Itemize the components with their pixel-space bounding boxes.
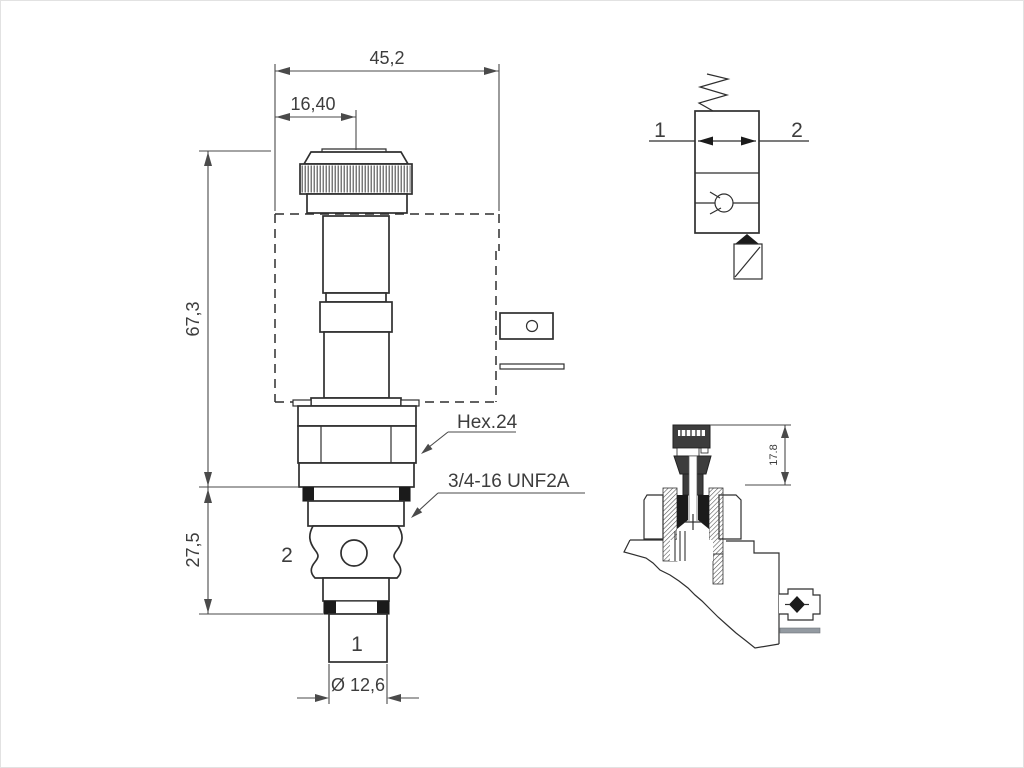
dim-16-40: 16,40: [275, 94, 357, 150]
solenoid-diagonal: [734, 246, 761, 278]
cartridge-nose-wall: [712, 553, 724, 585]
blocked-arrow-right-icon: [741, 136, 756, 146]
hex-label: Hex.24: [457, 412, 518, 433]
armature-arrow-icon: [735, 234, 759, 244]
hex-nut: [297, 405, 417, 488]
hydraulic-symbol: 1 2: [649, 73, 809, 280]
knob-cap: [302, 151, 410, 165]
terminal-bar: [779, 627, 821, 634]
dim-17-8-text: 17.8: [768, 444, 780, 465]
dim-45-2: 45,2: [274, 48, 500, 211]
cartridge-valve-drawing: 2 1 45,2 16,40 67,3: [183, 48, 585, 704]
connector-hole: [525, 319, 539, 333]
knurl-texture: [301, 165, 411, 193]
valve-nose: [322, 577, 390, 663]
manual-override-knob: [299, 148, 413, 214]
dim-diameter-text: Ø 12,6: [331, 675, 385, 695]
tube-flange-wing-left: [292, 399, 312, 407]
thread-section: [307, 500, 405, 527]
nut-left: [643, 494, 664, 540]
dim-45-2-text: 45,2: [369, 48, 404, 68]
coil-terminal-pin: [499, 363, 565, 370]
thread-label: 3/4-16 UNF2A: [448, 471, 570, 492]
poppet-right: [698, 495, 709, 520]
armature-tube: [292, 215, 420, 407]
symbol-port-2-label: 2: [791, 119, 803, 142]
valve-body: [309, 525, 403, 579]
symbol-port-1-label: 1: [654, 119, 666, 142]
dim-diameter: Ø 12,6: [297, 664, 419, 704]
dim-67-3: 67,3: [183, 150, 299, 488]
installation-section-view: 17.8: [623, 424, 821, 649]
bore-cavity: [670, 540, 713, 561]
dim-27-5-text: 27,5: [183, 532, 203, 567]
port-1-label: 1: [351, 633, 363, 656]
knob-cap-step: [321, 148, 387, 152]
tube-flange-wing-right: [400, 399, 420, 407]
pin-channel: [688, 455, 698, 524]
upper-oring: [302, 486, 411, 502]
spring-icon: [697, 73, 731, 112]
dim-27-5: 27,5: [183, 487, 323, 615]
dim-16-40-text: 16,40: [290, 94, 335, 114]
tube-flange: [310, 397, 402, 407]
dim-67-3-text: 67,3: [183, 301, 203, 336]
knob-lower-band: [306, 193, 408, 214]
check-valve-icon: [714, 193, 734, 213]
port-2-label: 2: [281, 544, 293, 567]
side-port-hole: [340, 539, 368, 567]
screw-assembly: [672, 424, 712, 496]
dim-17-8: 17.8: [710, 424, 791, 486]
manifold-outline: [623, 539, 780, 649]
connector-diamond-icon: [789, 596, 805, 613]
hex-callout: Hex.24: [421, 412, 518, 454]
poppet-left: [677, 495, 688, 520]
thread-callout: 3/4-16 UNF2A: [411, 471, 585, 518]
section-connector: [779, 588, 821, 621]
symbol-box: [694, 110, 760, 234]
blocked-arrow-left-icon: [698, 136, 713, 146]
